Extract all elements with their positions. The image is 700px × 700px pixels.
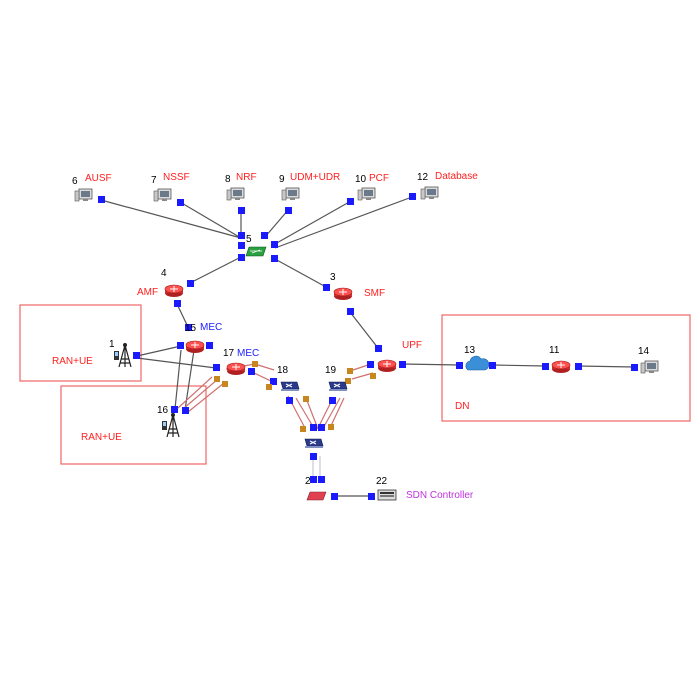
node-upf[interactable]: UPF — [377, 340, 422, 373]
node-number: 2 — [305, 476, 311, 487]
openflow-switch-icon — [328, 381, 348, 392]
node-ran-16[interactable]: 16 — [157, 405, 180, 438]
ran-ue-group-2-label: RAN+UE — [81, 432, 122, 443]
computer-icon — [281, 187, 300, 201]
node-number: 5 — [246, 234, 252, 245]
node-number: 1 — [109, 339, 115, 350]
node-number: 13 — [464, 345, 476, 356]
node-label: AUSF — [85, 173, 112, 184]
cloud-icon — [465, 355, 490, 371]
node-number: 7 — [151, 175, 157, 186]
node-label: UDM+UDR — [290, 172, 340, 183]
node-ran-1[interactable]: 1 — [109, 339, 132, 368]
router-icon — [185, 340, 205, 354]
ran-ue-group-2-box — [60, 385, 207, 465]
node-label: MEC — [237, 348, 259, 359]
router-icon — [164, 284, 184, 298]
links — [100, 196, 635, 497]
node-mec-15[interactable]: 15 MEC — [185, 322, 222, 354]
node-ausf[interactable]: 6 AUSF — [72, 173, 112, 202]
node-number: 18 — [277, 365, 289, 376]
node-number: 16 — [157, 405, 169, 416]
computer-icon — [74, 188, 93, 202]
node-pcf[interactable]: 10 PCF — [355, 173, 389, 201]
node-cloud-13[interactable]: 13 — [464, 345, 490, 371]
node-label: PCF — [369, 173, 389, 184]
antenna-icon — [161, 412, 180, 438]
sdn-links — [177, 363, 374, 431]
link-ports — [98, 193, 638, 500]
node-label: Database — [435, 171, 478, 182]
node-number: 6 — [72, 176, 78, 187]
node-router-2[interactable]: 2 — [305, 476, 327, 501]
sdn-ports — [214, 361, 376, 432]
router-icon — [551, 360, 571, 374]
dn-group-label: DN — [455, 401, 469, 412]
node-number: 22 — [376, 476, 388, 487]
node-number: 10 — [355, 174, 367, 185]
node-mec-17[interactable]: 17 MEC — [223, 348, 259, 376]
ran-ue-group-1-box — [19, 304, 142, 382]
ran-ue-group-1-label: RAN+UE — [52, 356, 93, 367]
node-number: 15 — [185, 323, 197, 334]
node-udm-udr[interactable]: 9 UDM+UDR — [279, 172, 340, 201]
node-number: 19 — [325, 365, 337, 376]
dn-group-box — [441, 314, 691, 422]
node-router-11[interactable]: 11 — [549, 345, 571, 374]
computer-icon — [153, 188, 172, 202]
router-icon — [306, 491, 327, 501]
openflow-switch-icon — [280, 381, 300, 392]
router-icon — [377, 359, 397, 373]
node-sdn-switch-20[interactable] — [304, 438, 324, 449]
router-icon — [226, 362, 246, 376]
node-label: AMF — [137, 287, 158, 298]
node-label: SMF — [364, 288, 385, 299]
node-label: SDN Controller — [406, 490, 474, 501]
antenna-icon — [113, 342, 132, 368]
computer-icon — [226, 187, 245, 201]
node-label: NRF — [236, 172, 257, 183]
openflow-switch-icon — [304, 438, 324, 449]
node-number: 4 — [161, 268, 167, 279]
node-label: UPF — [402, 340, 422, 351]
node-sdn-switch-18[interactable]: 18 — [277, 365, 300, 392]
node-label: NSSF — [163, 172, 190, 183]
node-number: 12 — [417, 172, 429, 183]
node-switch-5[interactable]: 5 — [245, 234, 267, 257]
node-number: 3 — [330, 272, 336, 283]
node-number: 14 — [638, 346, 650, 357]
router-icon — [333, 287, 353, 301]
node-nssf[interactable]: 7 NSSF — [151, 172, 190, 202]
node-number: 9 — [279, 174, 285, 185]
node-amf[interactable]: 4 AMF — [137, 268, 184, 298]
node-label: MEC — [200, 322, 222, 333]
node-nrf[interactable]: 8 NRF — [225, 172, 257, 201]
node-number: 8 — [225, 174, 231, 185]
computer-icon — [420, 186, 439, 200]
node-computer-14[interactable]: 14 — [638, 346, 659, 374]
computer-icon — [640, 360, 659, 374]
node-number: 17 — [223, 348, 235, 359]
node-smf[interactable]: 3 SMF — [330, 272, 385, 301]
node-sdn-switch-19[interactable]: 19 — [325, 365, 348, 392]
node-database[interactable]: 12 Database — [417, 171, 478, 200]
computer-icon — [357, 187, 376, 201]
node-sdn-controller[interactable]: 22 SDN Controller — [376, 476, 474, 501]
node-number: 11 — [549, 345, 560, 356]
